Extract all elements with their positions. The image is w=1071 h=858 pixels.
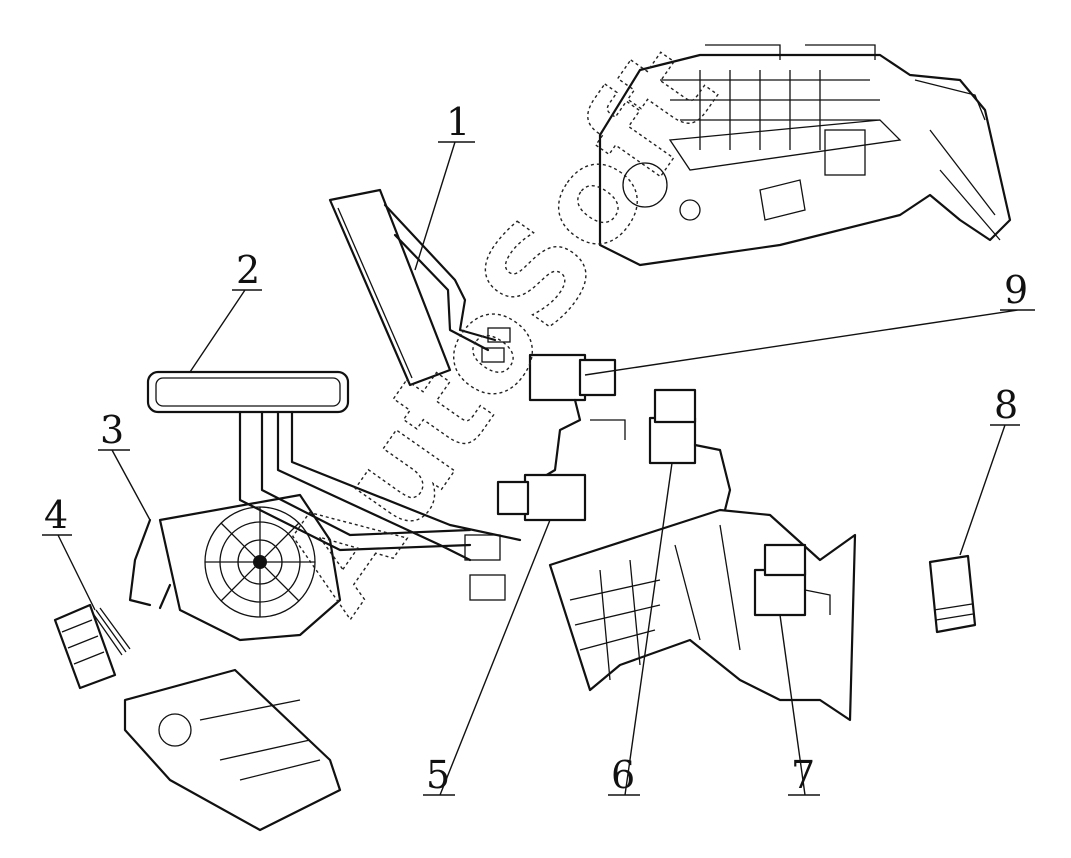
callout-7: 7: [791, 753, 815, 797]
actuator-9: [528, 353, 626, 487]
hvac-housing-lower-left: [123, 668, 342, 832]
actuator-6: [648, 388, 732, 512]
actuator-7: [753, 543, 831, 617]
callout-5: 5: [426, 753, 450, 797]
actuator-5: [496, 473, 587, 522]
callout-8: 8: [994, 383, 1018, 427]
callout-6: 6: [611, 753, 635, 797]
callout-3: 3: [100, 408, 124, 452]
callout-1: 1: [446, 100, 470, 144]
blower-fan: [128, 493, 342, 642]
callout-4: 4: [44, 493, 68, 537]
watermark-text: AutoSoft: [251, 21, 746, 638]
hvac-housing-upper: [598, 44, 1012, 267]
callout-2: 2: [236, 248, 260, 292]
callout-labels: 1 2 3 4 5 6 7 8 9: [44, 100, 1028, 797]
heater-core: [328, 188, 511, 387]
resistor-8: [928, 554, 977, 634]
hvac-duct-lower-right: [548, 508, 857, 722]
leader-lines: [42, 141, 1035, 796]
callout-9: 9: [1004, 268, 1028, 312]
evaporator-core: [146, 370, 522, 601]
connector: [53, 603, 131, 690]
